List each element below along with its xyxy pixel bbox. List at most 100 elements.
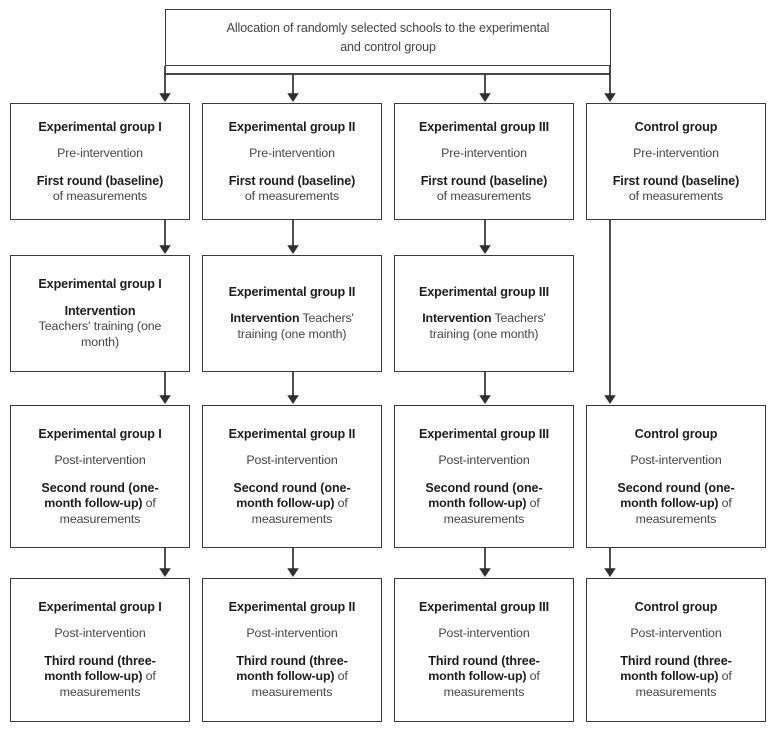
node-round-bold: First round (baseline): [228, 173, 356, 188]
node-intervention-detail-line-2: training (one month): [237, 327, 347, 342]
node-round-line-2: month follow-up) of: [212, 669, 372, 685]
node-round-line-2: month follow-up) of: [212, 496, 372, 512]
node-round-bold-line-1: Second round (one-: [41, 480, 159, 495]
node-title: Experimental group II: [228, 285, 356, 300]
node-round-bold-line-2: month follow-up): [428, 669, 527, 684]
node-measurements: measurements: [635, 511, 717, 526]
node-intervention-bold: Intervention: [64, 304, 136, 319]
node-title: Experimental group II: [228, 600, 356, 615]
node-round-tail: of measurements: [628, 188, 724, 203]
node-exp1-intervention: Experimental group I Intervention Teache…: [10, 255, 190, 372]
node-round-line-2: month follow-up) of: [404, 496, 564, 512]
node-title: Control group: [634, 426, 718, 441]
node-round-bold: First round (baseline): [612, 173, 740, 188]
node-exp2-third-round: Experimental group II Post-intervention …: [202, 578, 382, 722]
node-exp2-second-round: Experimental group II Post-intervention …: [202, 405, 382, 548]
node-measurements: measurements: [251, 685, 333, 700]
node-title: Experimental group I: [38, 600, 162, 615]
node-round-bold-line-1: Third round (three-: [428, 654, 540, 669]
node-exp1-second-round: Experimental group I Post-intervention S…: [10, 405, 190, 548]
node-round-bold-line-2: month follow-up): [620, 669, 719, 684]
node-round-line-2: month follow-up) of: [596, 669, 756, 685]
node-title: Experimental group I: [38, 119, 162, 134]
node-round-line-2: month follow-up) of: [596, 496, 756, 512]
node-title: Control group: [634, 119, 718, 134]
node-round-bold-line-2: month follow-up): [428, 495, 527, 510]
node-round-tail: of: [337, 669, 348, 684]
node-phase: Pre-intervention: [57, 145, 143, 160]
node-intervention-bold: Intervention: [422, 311, 492, 326]
node-exp3-baseline: Experimental group III Pre-intervention …: [394, 103, 574, 220]
node-round-bold-line-2: month follow-up): [44, 669, 143, 684]
node-title: Experimental group III: [418, 600, 550, 615]
allocation-box: Allocation of randomly selected schools …: [165, 9, 611, 66]
allocation-bus-line: [164, 66, 611, 75]
node-intervention-line-1: Intervention Teachers': [212, 311, 372, 327]
node-phase: Post-intervention: [246, 452, 338, 467]
node-round-tail: of: [145, 495, 156, 510]
node-round-tail: of measurements: [436, 188, 532, 203]
node-phase: Post-intervention: [54, 626, 146, 641]
node-phase: Post-intervention: [54, 452, 146, 467]
node-intervention-detail-line-2: month): [81, 335, 119, 350]
node-exp3-third-round: Experimental group III Post-intervention…: [394, 578, 574, 722]
node-measurements: measurements: [635, 685, 717, 700]
node-round-tail: of: [337, 495, 348, 510]
node-control-third-round: Control group Post-intervention Third ro…: [586, 578, 766, 722]
node-title: Experimental group II: [228, 426, 356, 441]
node-round-tail: of: [721, 669, 732, 684]
node-round-bold-line-1: Second round (one-: [425, 480, 543, 495]
node-title: Experimental group III: [418, 285, 550, 300]
node-title: Experimental group III: [418, 426, 550, 441]
node-phase: Pre-intervention: [441, 145, 527, 160]
node-control-second-round: Control group Post-intervention Second r…: [586, 405, 766, 548]
node-round-tail: of measurements: [52, 188, 148, 203]
node-round-tail: of: [721, 495, 732, 510]
node-round-bold: First round (baseline): [36, 173, 164, 188]
node-round-bold-line-1: Second round (one-: [617, 480, 735, 495]
allocation-text-line-1: Allocation of randomly selected schools …: [226, 21, 550, 36]
node-exp1-third-round: Experimental group I Post-intervention T…: [10, 578, 190, 722]
node-round-bold: First round (baseline): [420, 173, 548, 188]
node-round-bold-line-1: Third round (three-: [44, 654, 156, 669]
node-phase: Post-intervention: [630, 452, 722, 467]
allocation-text-line-2: and control group: [340, 39, 436, 54]
node-title: Control group: [634, 600, 718, 615]
node-phase: Post-intervention: [630, 626, 722, 641]
node-round-line-2: month follow-up) of: [20, 496, 180, 512]
node-exp3-intervention: Experimental group III Intervention Teac…: [394, 255, 574, 372]
node-round-bold-line-1: Third round (three-: [620, 654, 732, 669]
node-measurements: measurements: [251, 511, 333, 526]
node-phase: Pre-intervention: [249, 145, 335, 160]
node-round-bold-line-2: month follow-up): [236, 495, 335, 510]
node-phase: Pre-intervention: [633, 145, 719, 160]
node-exp2-baseline: Experimental group II Pre-intervention F…: [202, 103, 382, 220]
node-intervention-detail-start: Teachers': [494, 311, 546, 326]
node-round-tail: of: [145, 669, 156, 684]
node-title: Experimental group I: [38, 426, 162, 441]
node-control-baseline: Control group Pre-intervention First rou…: [586, 103, 766, 220]
node-intervention-line-1: Intervention Teachers': [404, 311, 564, 327]
node-round-bold-line-2: month follow-up): [620, 495, 719, 510]
node-round-line-2: month follow-up) of: [20, 669, 180, 685]
node-round-bold-line-2: month follow-up): [44, 495, 143, 510]
node-phase: Post-intervention: [246, 626, 338, 641]
node-title: Experimental group II: [228, 119, 356, 134]
node-phase: Post-intervention: [438, 626, 530, 641]
node-round-tail: of: [529, 495, 540, 510]
node-exp3-second-round: Experimental group III Post-intervention…: [394, 405, 574, 548]
node-measurements: measurements: [443, 511, 525, 526]
node-round-tail: of: [529, 669, 540, 684]
node-intervention-bold: Intervention: [230, 311, 300, 326]
node-round-tail: of measurements: [244, 188, 340, 203]
node-title: Experimental group III: [418, 119, 550, 134]
node-round-bold-line-1: Third round (three-: [236, 654, 348, 669]
node-title: Experimental group I: [38, 277, 162, 292]
node-round-bold-line-2: month follow-up): [236, 669, 335, 684]
node-intervention-detail-line-2: training (one month): [429, 327, 539, 342]
node-intervention-detail-start: Teachers': [302, 311, 354, 326]
node-intervention-detail-line-1: Teachers' training (one: [38, 319, 162, 334]
node-measurements: measurements: [59, 511, 141, 526]
node-round-line-2: month follow-up) of: [404, 669, 564, 685]
